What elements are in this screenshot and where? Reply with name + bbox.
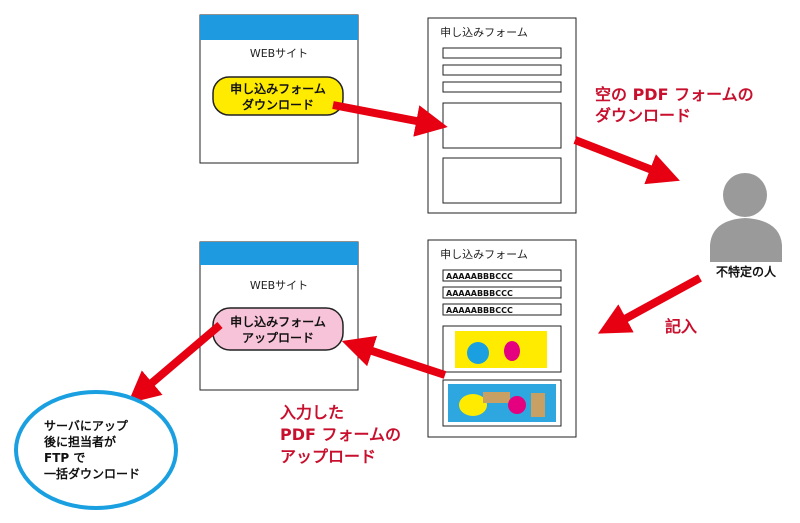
- svg-text:ダウンロード: ダウンロード: [242, 97, 314, 112]
- site-title: WEBサイト: [250, 279, 308, 292]
- arrow-icon: [332, 101, 448, 137]
- arrow-icon: [597, 274, 702, 334]
- svg-text:不特定の人: 不特定の人: [716, 264, 777, 279]
- site-title: WEBサイト: [250, 47, 308, 60]
- svg-text:一括ダウンロード: 一括ダウンロード: [44, 466, 140, 481]
- svg-text:アップロード: アップロード: [242, 330, 314, 345]
- bottom-website: WEBサイト 申し込みフォーム アップロード: [199, 241, 359, 391]
- download-label: 空の PDF フォームの: [595, 85, 754, 104]
- server-note: サーバにアップ 後に担当者が FTP で 一括ダウンロード: [14, 390, 178, 510]
- upload-label: アップロード: [280, 447, 376, 466]
- svg-text:サーバにアップ: サーバにアップ: [44, 418, 129, 433]
- arrows: [127, 101, 702, 404]
- svg-text:申し込みフォーム: 申し込みフォーム: [440, 26, 528, 39]
- empty-form: 申し込みフォーム: [427, 17, 577, 214]
- upload-label: 入力した: [280, 403, 344, 422]
- fill-label: 記入: [665, 317, 697, 336]
- filled-form: 申し込みフォーム AAAAABBBCCC AAAAABBBCCC AAAAABB…: [427, 239, 577, 438]
- svg-text:FTP で: FTP で: [44, 451, 85, 465]
- arrow-icon: [341, 335, 447, 379]
- person-icon: 不特定の人: [710, 173, 782, 279]
- download-form-button[interactable]: 申し込みフォーム ダウンロード: [212, 76, 344, 116]
- svg-text:申し込みフォーム: 申し込みフォーム: [440, 248, 528, 261]
- upload-label: PDF フォームの: [280, 425, 401, 444]
- upload-form-button[interactable]: 申し込みフォーム アップロード: [212, 307, 344, 351]
- download-label: ダウンロード: [595, 106, 691, 125]
- svg-text:申し込みフォーム: 申し込みフォーム: [230, 81, 326, 96]
- arrow-icon: [573, 136, 680, 185]
- top-website: WEBサイト 申し込みフォーム ダウンロード: [199, 14, 359, 164]
- svg-text:申し込みフォーム: 申し込みフォーム: [230, 314, 326, 329]
- svg-text:AAAAABBBCCC: AAAAABBBCCC: [446, 289, 513, 298]
- svg-text:AAAAABBBCCC: AAAAABBBCCC: [446, 272, 513, 281]
- svg-text:AAAAABBBCCC: AAAAABBBCCC: [446, 306, 513, 315]
- svg-text:後に担当者が: 後に担当者が: [44, 434, 116, 449]
- arrow-icon: [127, 321, 223, 404]
